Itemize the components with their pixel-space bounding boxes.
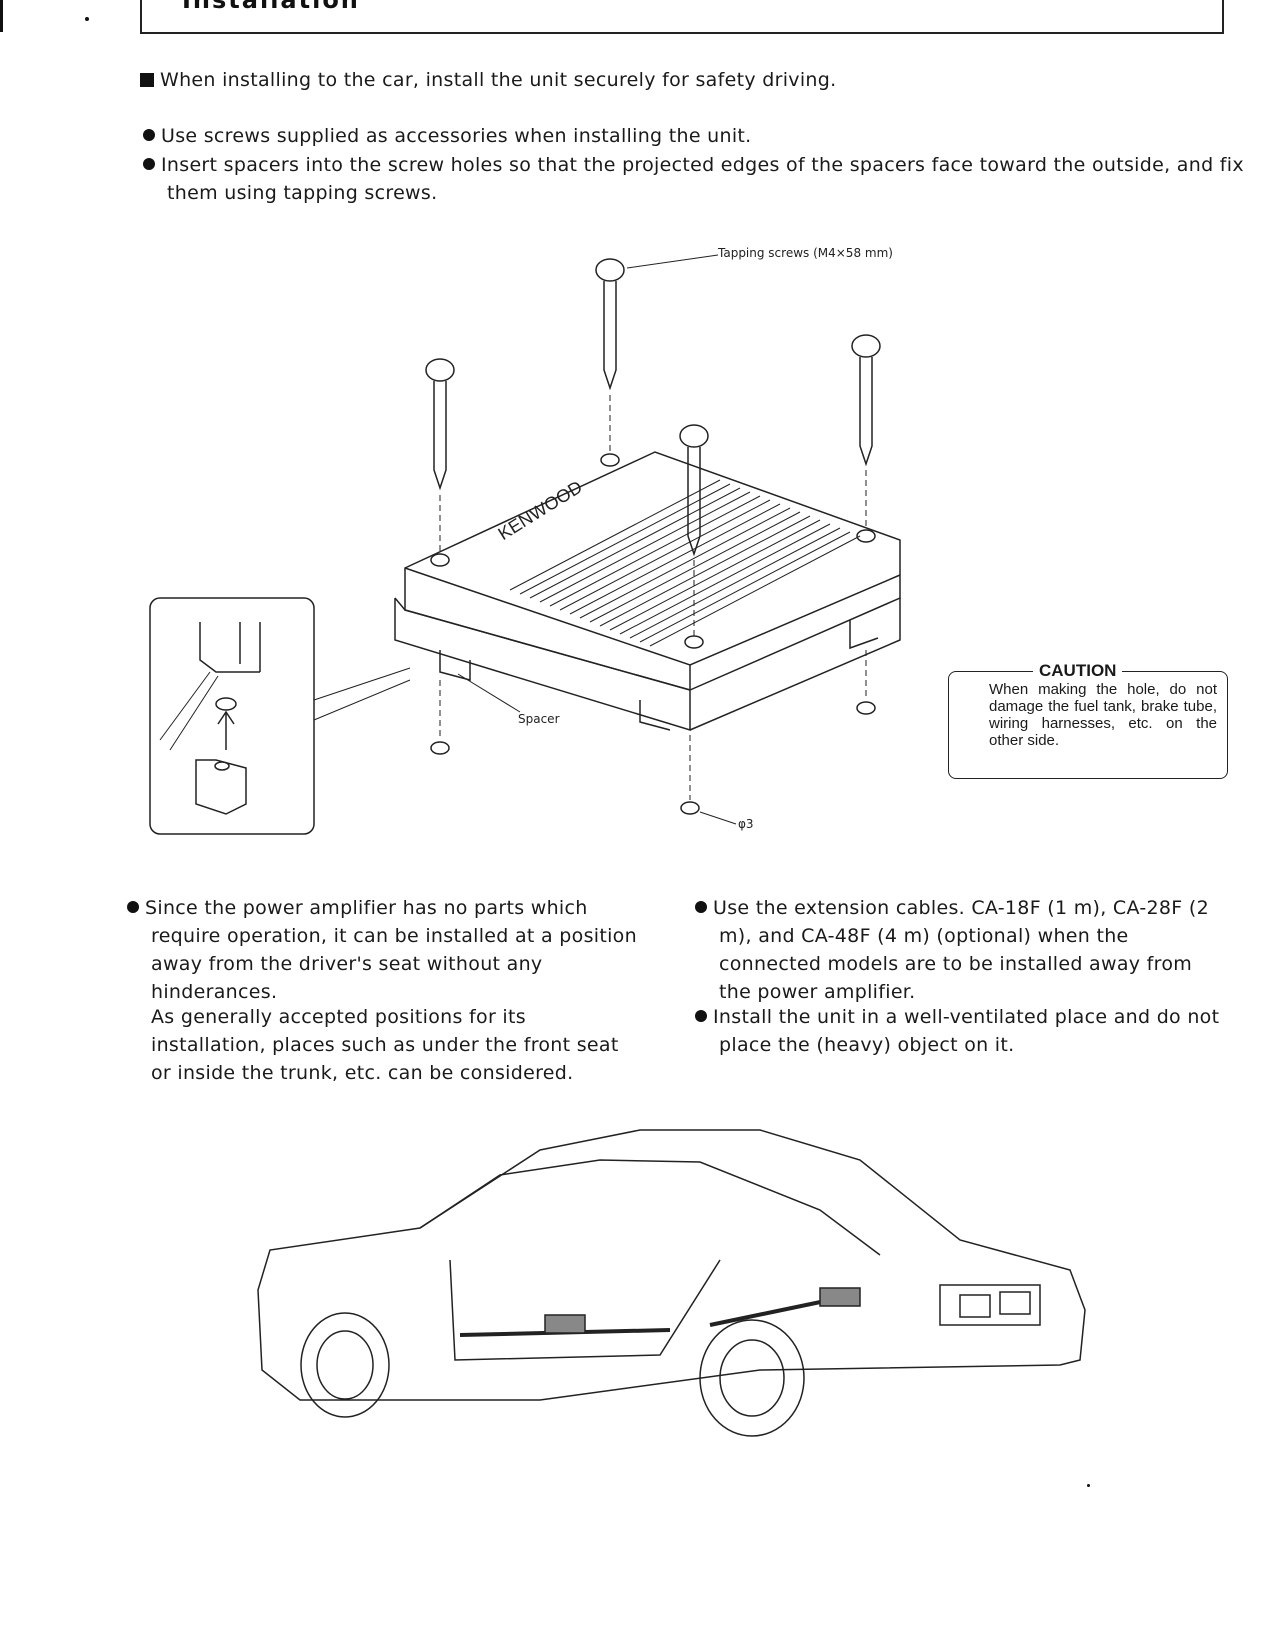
right-bullet-1: Use the extension cables. CA-18F (1 m), … (695, 894, 1224, 1006)
bullet-text: Use screws supplied as accessories when … (161, 125, 752, 147)
label-spacer: Spacer (518, 712, 560, 726)
bullet-icon (143, 158, 155, 170)
right-bullet-1-text: Use the extension cables. CA-18F (1 m), … (713, 897, 1209, 1003)
screw-drawings (425, 258, 881, 815)
bullet-icon (695, 1010, 707, 1022)
bullet-text: Insert spacers into the screw holes so t… (161, 154, 1244, 204)
left-paragraph-2: As generally accepted positions for its … (151, 1006, 619, 1084)
margin-mark (0, 0, 3, 32)
page-title: Installation (182, 0, 360, 14)
bullet-spacers: Insert spacers into the screw holes so t… (143, 151, 1247, 207)
bullet-icon (143, 129, 155, 141)
label-hole-diameter: φ3 (738, 817, 754, 831)
amplifier-drawing: KENWOOD (394, 451, 901, 732)
right-bullet-2: Install the unit in a well-ventilated pl… (695, 1003, 1224, 1059)
margin-dot (85, 17, 89, 21)
caution-title: CAUTION (1033, 661, 1123, 681)
label-tapping-screws: Tapping screws (M4×58 mm) (718, 246, 893, 260)
bullet-icon (695, 901, 707, 913)
intro-label: When installing to the car, install the … (160, 69, 837, 91)
section-header: Installation (140, 0, 1224, 34)
car-drawing (257, 1129, 1086, 1437)
left-paragraph-1: Since the power amplifier has no parts w… (127, 894, 657, 1006)
bullet-screws: Use screws supplied as accessories when … (143, 122, 1247, 150)
caution-text: When making the hole, do not damage the … (989, 681, 1217, 749)
bullet-icon (127, 901, 139, 913)
brand-logo: KENWOOD (495, 477, 586, 544)
left-paragraph-1-text: Since the power amplifier has no parts w… (145, 897, 637, 1003)
spacer-inset-drawing (149, 597, 411, 835)
right-bullet-2-text: Install the unit in a well-ventilated pl… (713, 1006, 1220, 1056)
square-bullet-icon (140, 73, 154, 87)
intro-text: When installing to the car, install the … (140, 66, 1220, 94)
caution-box: CAUTION When making the hole, do not dam… (948, 661, 1228, 779)
margin-dot (1087, 1484, 1090, 1487)
